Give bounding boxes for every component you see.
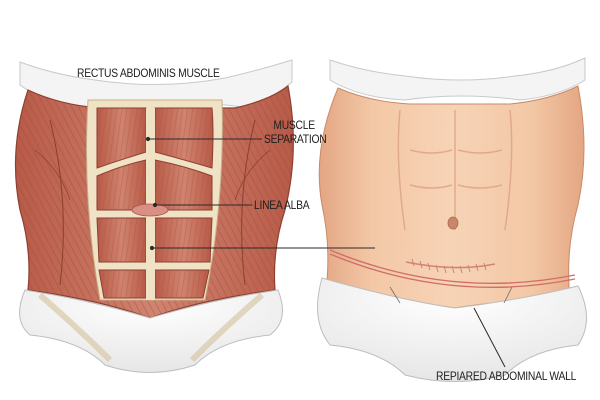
leader-repaired-wall <box>473 307 506 368</box>
right-top-garment <box>329 57 586 101</box>
left-anatomy-panel <box>14 59 294 373</box>
right-torso <box>318 85 585 309</box>
label-rectus-abdominis: RECTUS ABDOMINIS MUSCLE <box>77 66 220 80</box>
label-linea-alba: LINEA ALBA <box>254 198 310 212</box>
label-repaired-abdominal-wall: REPIARED ABDOMINAL WALL <box>436 369 577 383</box>
leader-lines <box>145 136 506 368</box>
navel <box>447 216 459 230</box>
label-muscle-separation-2: SEPARATION <box>264 132 327 146</box>
left-bottom-garment <box>19 289 283 373</box>
right-bottom-garment <box>317 277 587 382</box>
right-skin-panel <box>317 57 587 382</box>
label-muscle-separation-1: MUSCLE <box>273 118 315 132</box>
